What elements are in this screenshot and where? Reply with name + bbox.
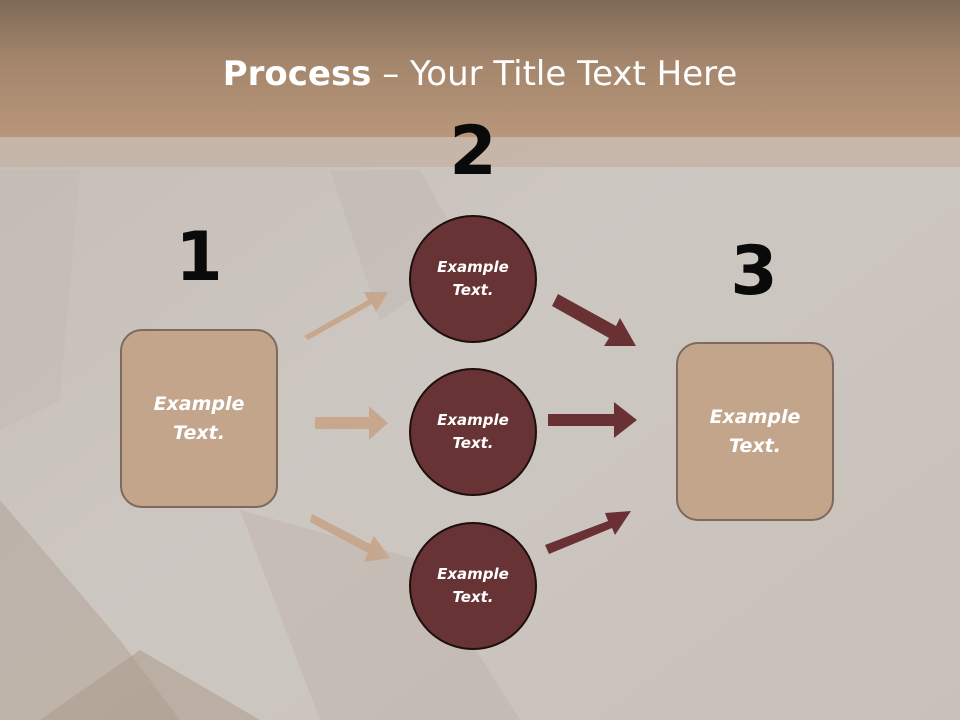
circle-bottom: Example Text. xyxy=(409,522,537,650)
arrow-box1-to-circle1 xyxy=(304,292,388,340)
step-box-1: Example Text. xyxy=(120,329,278,508)
step-box-3: Example Text. xyxy=(676,342,834,521)
circle-middle-text: Example Text. xyxy=(437,411,509,452)
circle-top-text: Example Text. xyxy=(437,258,509,299)
step-number-3: 3 xyxy=(730,232,778,311)
step-number-2: 2 xyxy=(449,112,497,191)
circle-bottom-text: Example Text. xyxy=(437,565,509,606)
arrow-box1-to-circle2 xyxy=(315,406,388,440)
title-band xyxy=(0,0,960,137)
arrow-circle1-to-box3 xyxy=(552,294,636,346)
arrow-circle2-to-box3 xyxy=(548,402,637,438)
arrow-circle3-to-box3 xyxy=(545,511,631,554)
step-box-1-text: Example Text. xyxy=(153,392,245,444)
circle-middle: Example Text. xyxy=(409,368,537,496)
title-strip xyxy=(0,137,960,167)
step-number-1: 1 xyxy=(175,218,223,297)
circle-top: Example Text. xyxy=(409,215,537,343)
title-bold: Process xyxy=(222,54,372,94)
arrow-box1-to-circle3 xyxy=(310,514,390,562)
title-rest: – Your Title Text Here xyxy=(371,54,738,94)
step-box-3-text: Example Text. xyxy=(709,405,801,457)
slide-title: Process – Your Title Text Here xyxy=(0,52,960,96)
